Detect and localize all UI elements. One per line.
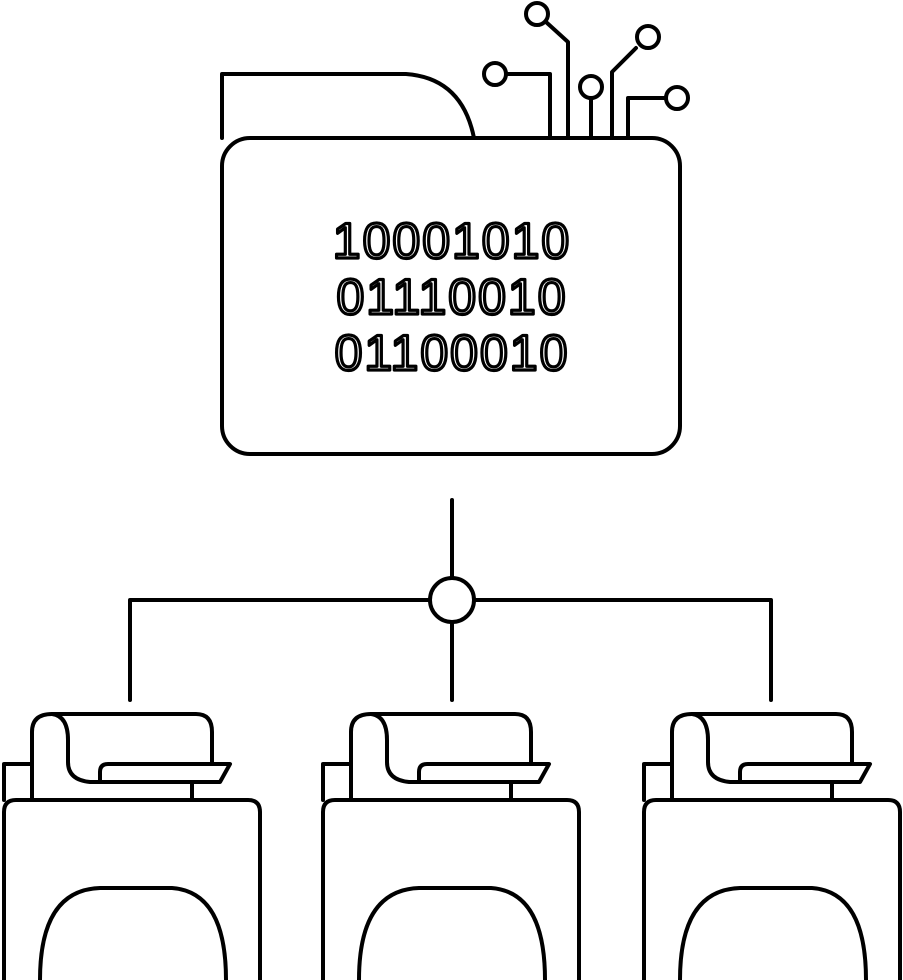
data-folder-icon: 10001010 01110010 01100010 xyxy=(220,1,690,456)
connector-hub-node xyxy=(428,576,476,624)
binary-code: 10001010 01110010 01100010 xyxy=(331,211,571,382)
document-folder-icon xyxy=(2,712,262,980)
circuit-traces-icon xyxy=(482,1,690,140)
document-folder-icon xyxy=(321,712,581,980)
document-folder-icon xyxy=(642,712,902,980)
hierarchy-connector-icon xyxy=(128,498,773,702)
binary-row: 10001010 xyxy=(333,213,571,269)
binary-row: 01100010 xyxy=(335,325,570,381)
binary-row: 01110010 xyxy=(336,269,567,325)
